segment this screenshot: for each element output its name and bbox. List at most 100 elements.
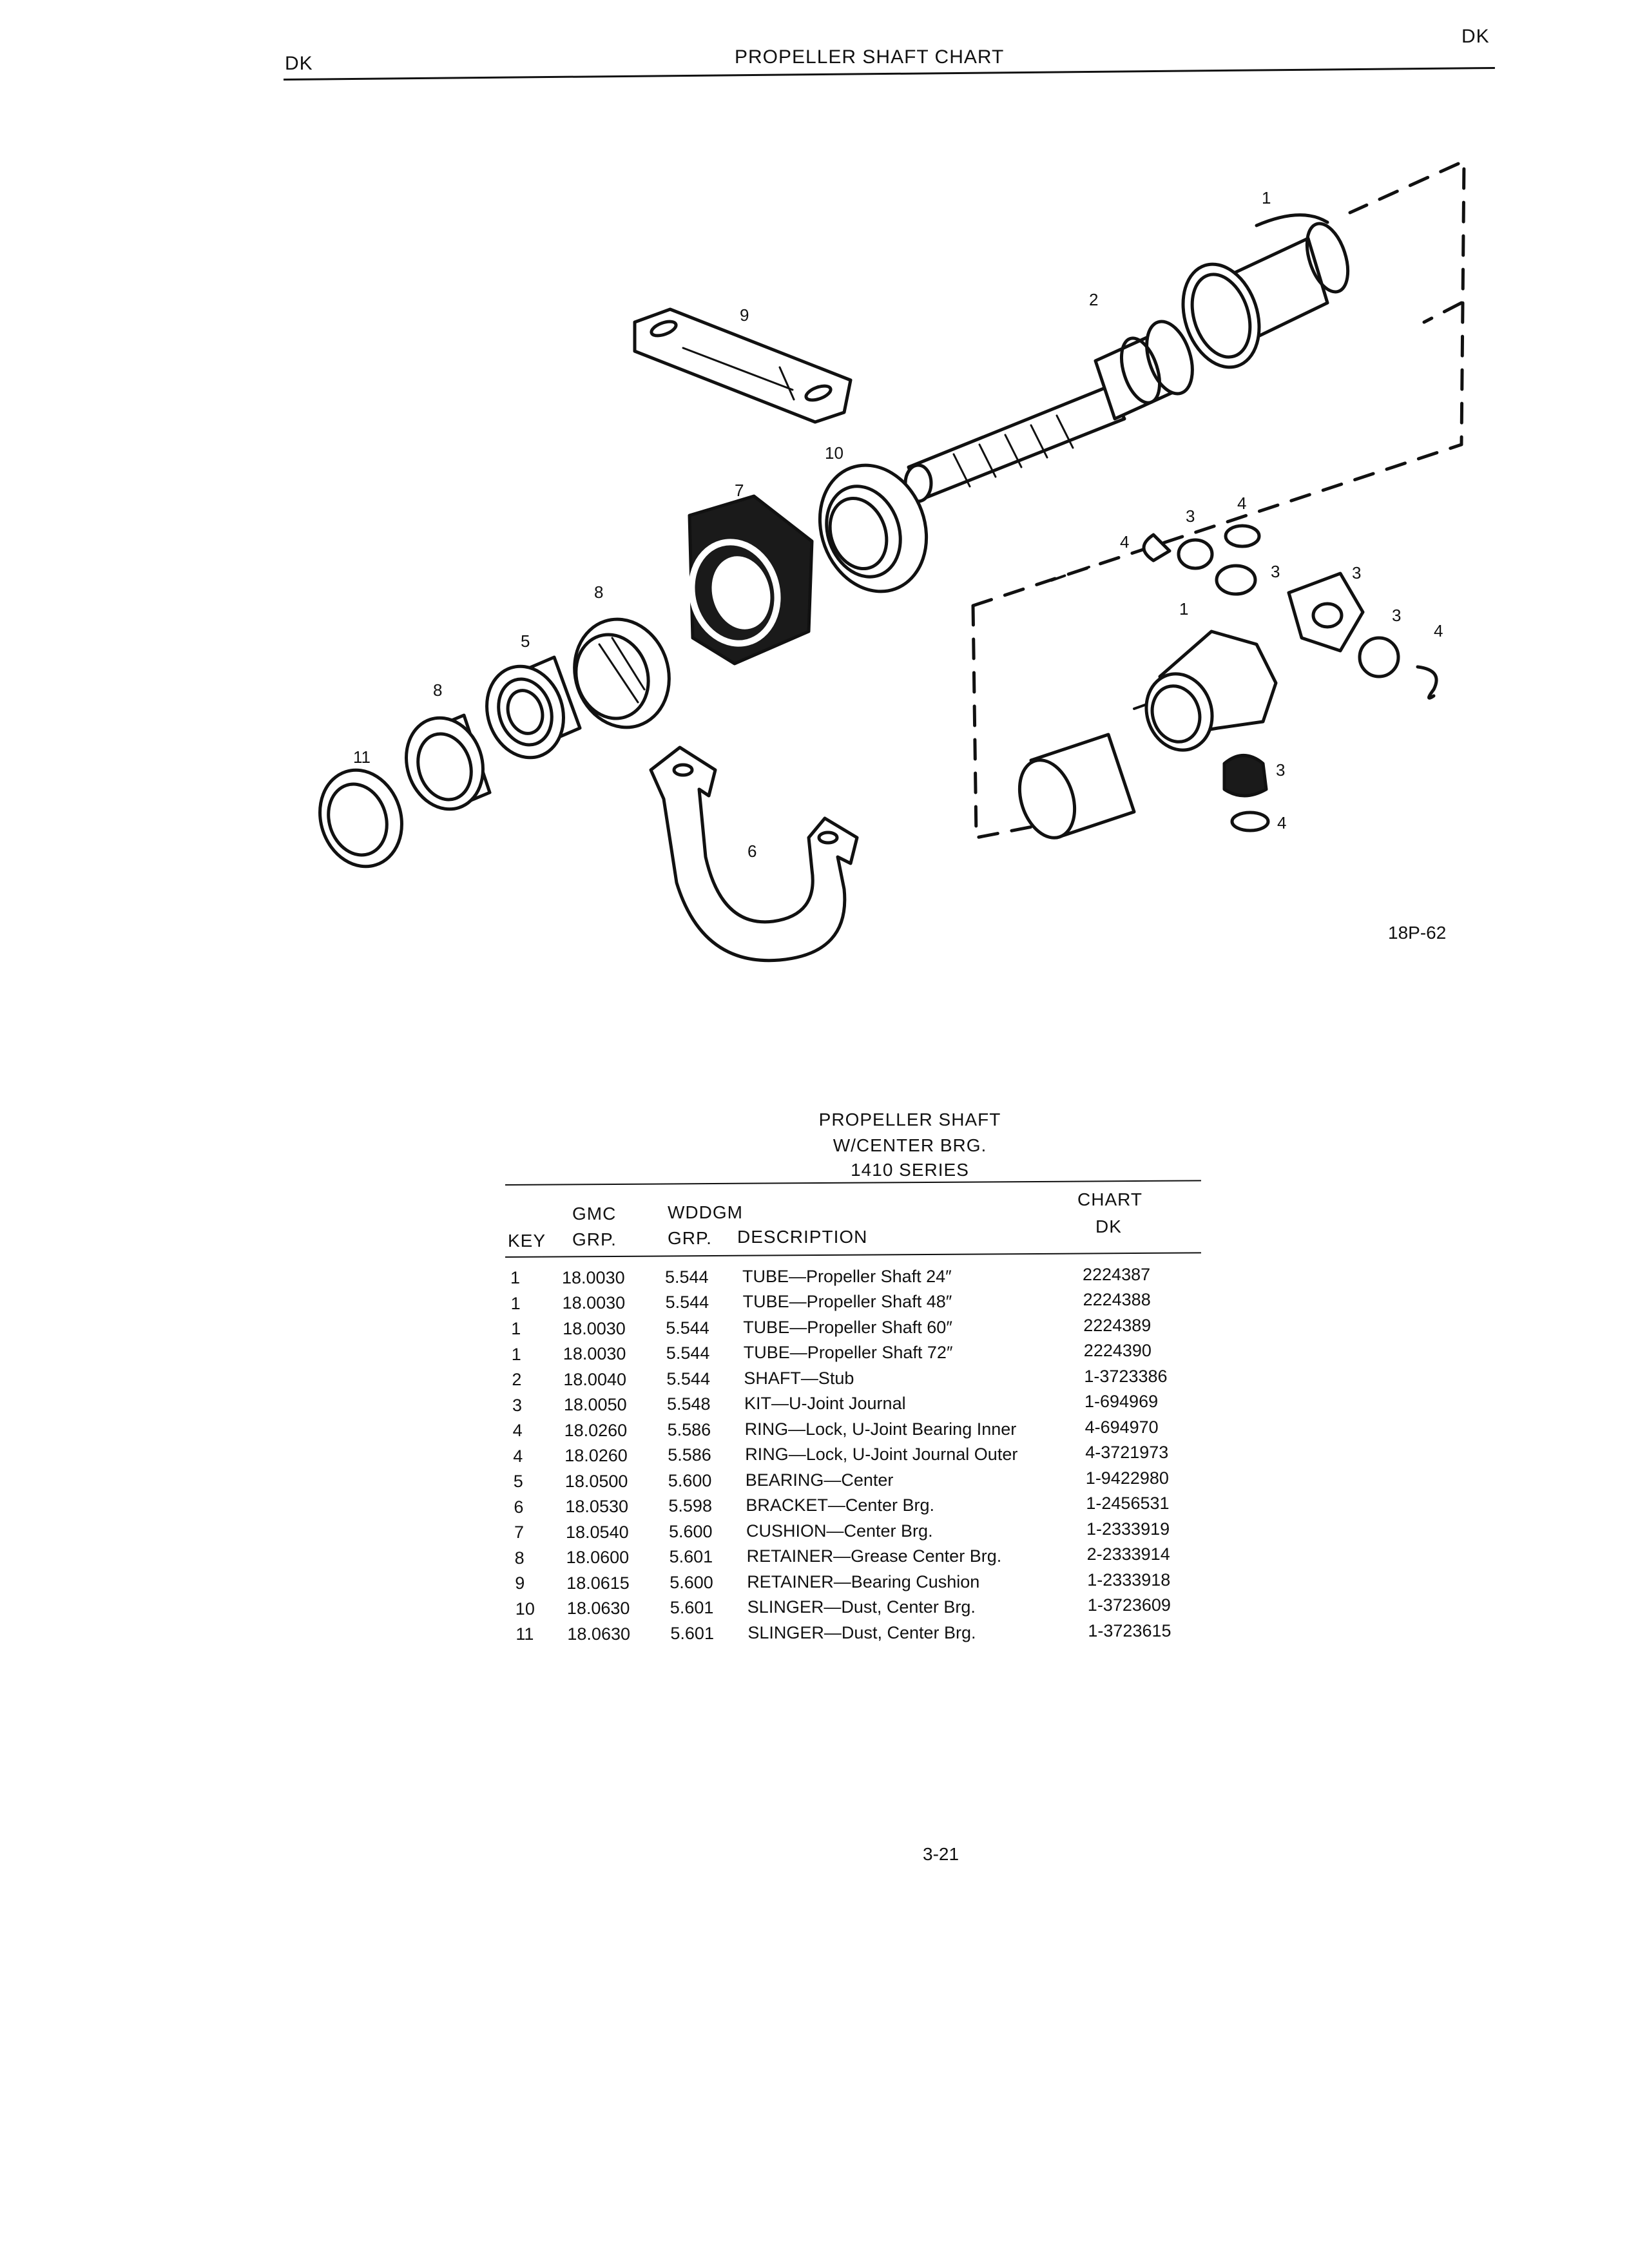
tube-upper-part [1181,213,1350,369]
col-wddgm-bottom: GRP. [668,1228,712,1248]
row-part: 1-2333919 [1086,1519,1170,1539]
row-part: 2224389 [1083,1315,1152,1335]
figure-reference: 18P-62 [1388,923,1447,943]
table-row: 1 18.0030 5.544 TUBE—Propeller Shaft 48″ 222… [510,1290,1220,1320]
callout-7: 7 [735,481,744,500]
row-part: 2224388 [1083,1290,1151,1310]
dust-slinger-upper-part [818,463,929,593]
table-title-line-3: 1410 SERIES [851,1160,969,1180]
row-gmc: 18.0500 [564,1471,628,1491]
table-row: 1 18.0030 5.544 TUBE—Propeller Shaft 60″ 222… [511,1315,1220,1345]
row-key: 11 [516,1624,534,1644]
row-desc: SHAFT—Stub [744,1368,854,1388]
row-gmc: 18.0030 [562,1267,625,1287]
row-part: 2224390 [1083,1341,1152,1361]
row-part: 1-2333918 [1087,1570,1171,1590]
callout-4-c: 4 [1434,621,1443,640]
center-bearing-bracket-part [649,745,859,963]
row-desc: RING—Lock, U-Joint Bearing Inner [744,1419,1017,1439]
col-chart-top: CHART [1077,1189,1142,1209]
callout-4-b: 4 [1120,532,1130,552]
callout-4-d: 4 [1277,813,1287,832]
row-wddgm: 5.544 [665,1267,709,1287]
row-key: 1 [511,1319,521,1338]
callout-1-b: 1 [1179,599,1189,619]
callout-3-d: 3 [1392,606,1402,625]
table-top-rule [505,1180,1201,1186]
table-title-line-1: PROPELLER SHAFT [818,1110,1001,1129]
callout-10: 10 [825,443,843,463]
row-desc: TUBE—Propeller Shaft 48″ [742,1292,952,1312]
row-wddgm: 5.600 [669,1521,713,1541]
row-part: 2-2333914 [1086,1544,1170,1564]
callout-3-e: 3 [1276,760,1286,780]
callout-5: 5 [521,631,530,651]
row-wddgm: 5.544 [666,1369,710,1389]
dust-slinger-lower-part [318,768,403,869]
row-key: 5 [513,1472,523,1491]
row-desc: KIT—U-Joint Journal [744,1394,906,1414]
row-wddgm: 5.544 [665,1293,709,1312]
callout-8-a: 8 [594,582,604,602]
row-key: 4 [512,1421,523,1440]
row-desc: BRACKET—Center Brg. [746,1495,934,1515]
row-wddgm: 5.601 [670,1623,714,1643]
row-gmc: 18.0530 [565,1497,628,1517]
row-wddgm: 5.601 [670,1598,714,1618]
row-desc: SLINGER—Dust, Center Brg. [747,1622,976,1642]
row-wddgm: 5.598 [668,1496,712,1516]
row-gmc: 18.0030 [563,1344,626,1364]
row-wddgm: 5.548 [667,1394,711,1414]
callout-9: 9 [740,305,749,325]
row-gmc: 18.0030 [563,1318,626,1338]
row-wddgm: 5.601 [669,1547,713,1567]
row-gmc: 18.0540 [566,1522,629,1542]
grease-retainer-lower-part [405,713,492,811]
row-key: 7 [514,1523,525,1542]
center-bearing-cushion-part [688,494,814,666]
row-gmc: 18.0630 [567,1624,630,1644]
row-desc: BEARING—Center [745,1470,894,1490]
callout-4-a: 4 [1237,494,1247,513]
row-desc: CUSHION—Center Brg. [746,1521,933,1541]
row-desc: TUBE—Propeller Shaft 60″ [743,1317,952,1337]
page-number: 3-21 [923,1844,959,1864]
row-desc: TUBE—Propeller Shaft 72″ [743,1343,953,1363]
row-key: 9 [515,1573,525,1593]
row-wddgm: 5.544 [666,1318,709,1338]
row-part: 4-3721973 [1085,1443,1169,1463]
row-gmc: 18.0260 [564,1420,628,1440]
row-part: 1-9422980 [1085,1468,1169,1488]
table-header-rule [505,1252,1201,1258]
u-joint-parts [1017,524,1438,840]
row-key: 8 [514,1548,525,1568]
header-left-code: DK [285,53,313,74]
row-wddgm: 5.600 [668,1470,712,1490]
row-wddgm: 5.600 [670,1572,713,1592]
row-gmc: 18.0030 [562,1293,626,1313]
callout-11: 11 [353,747,371,767]
row-gmc: 18.0050 [564,1395,627,1415]
col-wddgm-top: WDDGM [668,1202,743,1222]
row-desc: TUBE—Propeller Shaft 24″ [742,1266,952,1286]
row-gmc: 18.0600 [566,1548,630,1568]
callout-6: 6 [747,841,757,861]
row-key: 4 [513,1446,523,1466]
row-gmc: 18.0040 [563,1369,626,1389]
row-key: 1 [510,1293,521,1313]
callout-2: 2 [1089,290,1099,309]
row-key: 3 [512,1395,523,1415]
callout-1: 1 [1262,188,1271,207]
assembly-outline [971,159,1466,840]
cushion-retainer-plate-part [633,307,853,424]
col-gmc-bottom: GRP. [572,1229,617,1249]
row-part: 1-3723615 [1088,1620,1171,1640]
row-wddgm: 5.586 [668,1445,711,1465]
